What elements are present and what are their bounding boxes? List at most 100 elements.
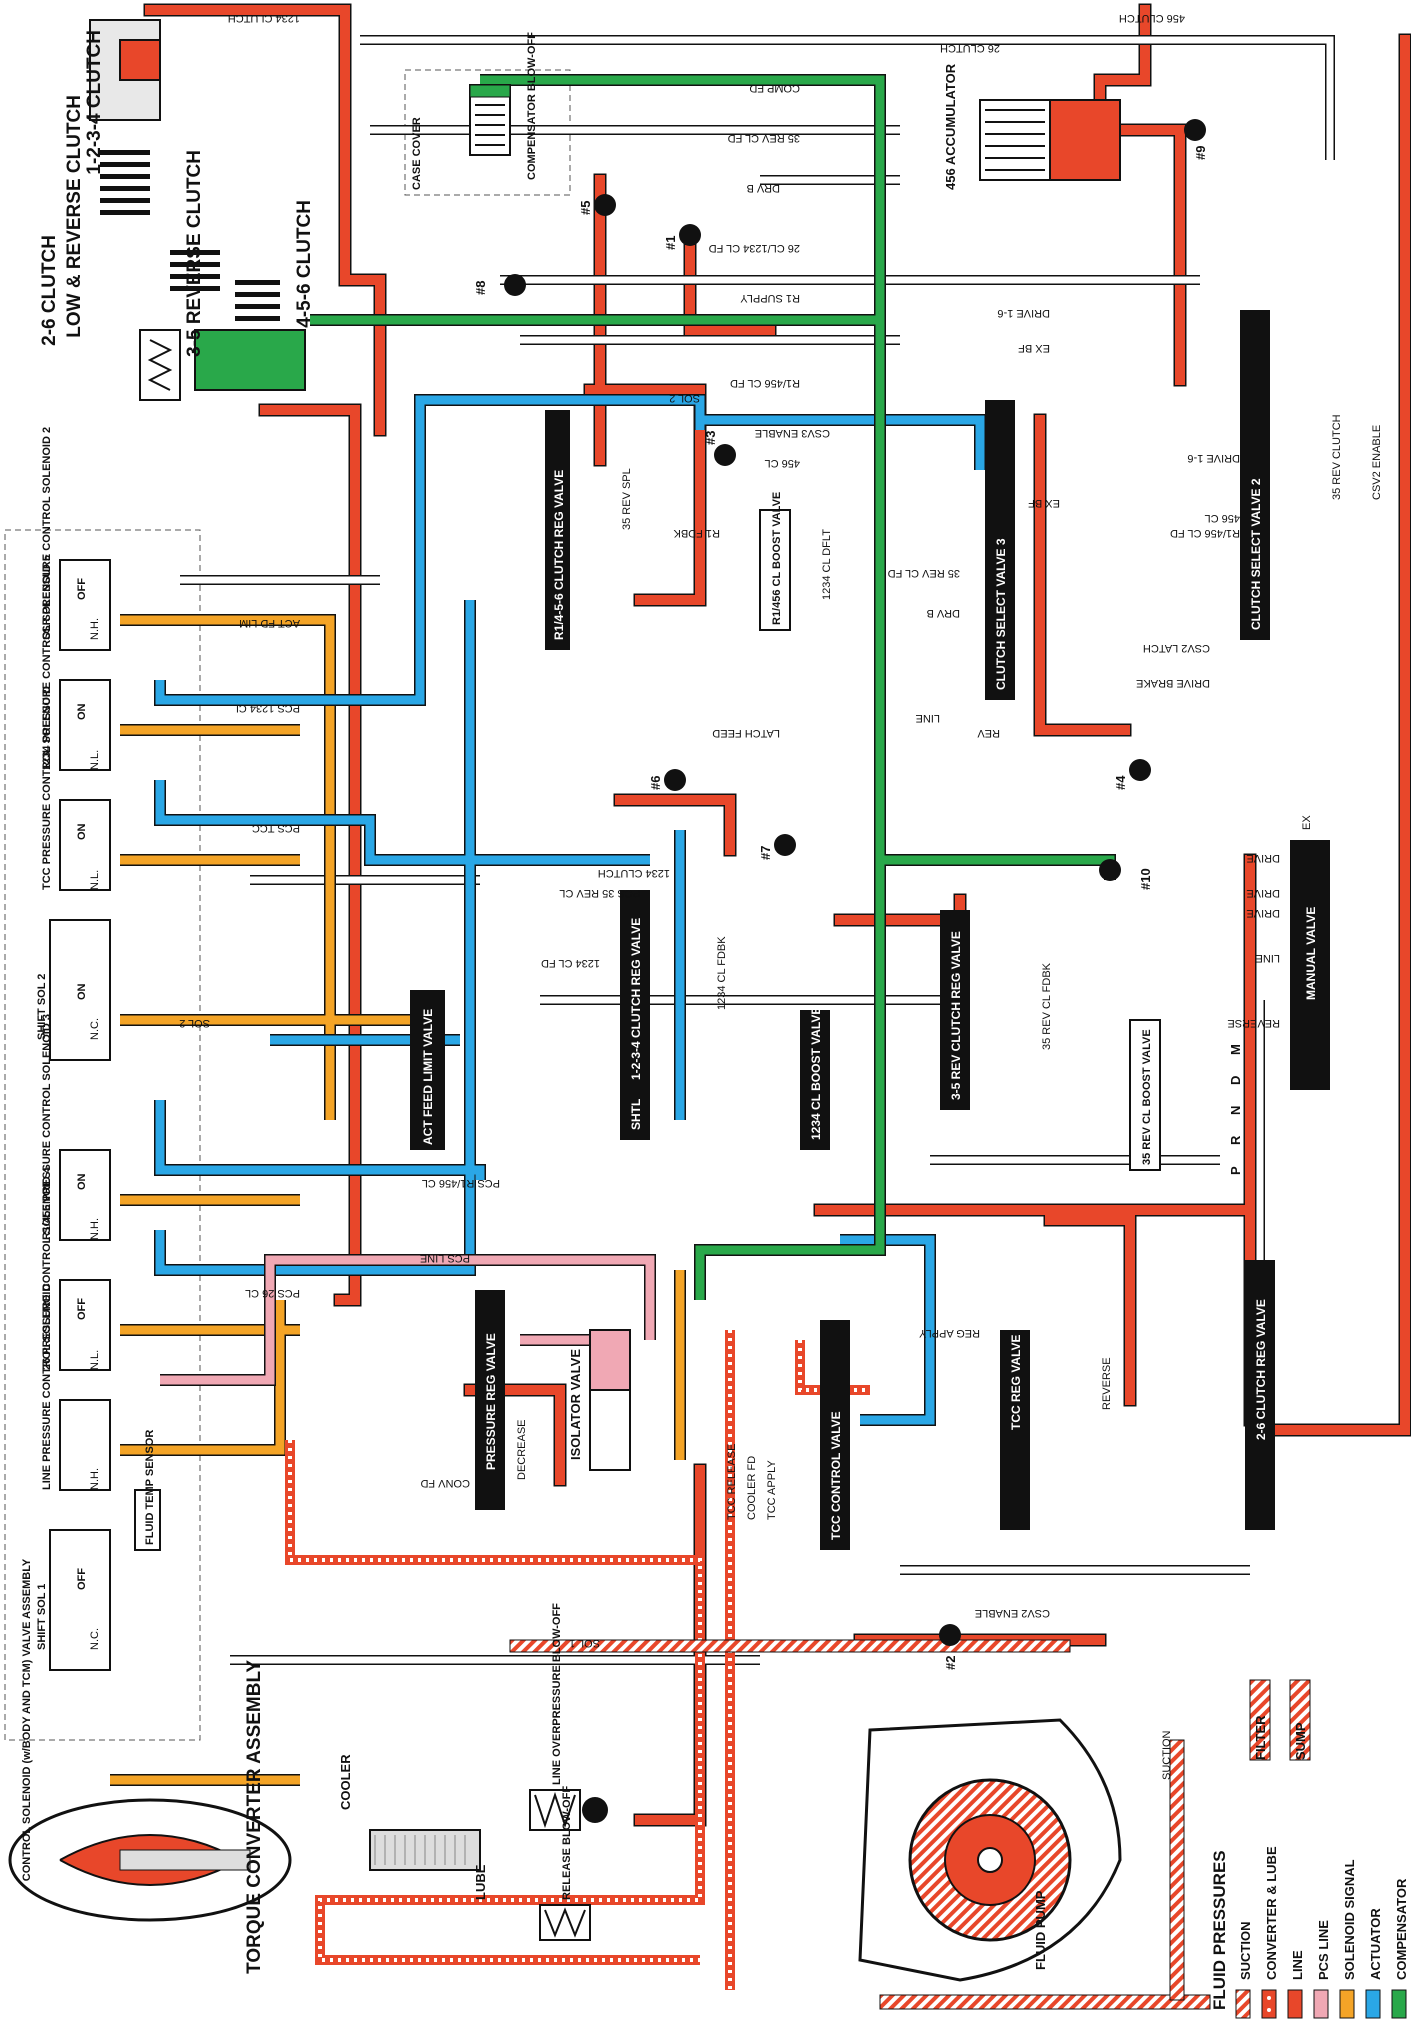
- passage-labels-lower: PCS 1234 CL ACT FD LIM PCS TCC PCS 35 RE…: [179, 617, 1173, 1780]
- svg-text:EX BF: EX BF: [1018, 342, 1050, 354]
- svg-text:26 PRESSURE CONTROL SOLENOID 4: 26 PRESSURE CONTROL SOLENOID 4: [41, 1166, 53, 1370]
- valve-label-1234-boost: 1234 CL BOOST VALVE: [809, 1007, 823, 1140]
- svg-text:#9: #9: [1193, 146, 1208, 160]
- svg-text:LINE PRESSURE CONTROL SOLENOID: LINE PRESSURE CONTROL SOLENOID: [41, 1284, 53, 1490]
- svg-text:N.H.: N.H.: [89, 1468, 101, 1490]
- svg-text:DRIVE BRAKE: DRIVE BRAKE: [1136, 677, 1210, 689]
- passage-labels-top: 1234 CLUTCH 456 CLUTCH 26 CLUTCH COMP FD…: [228, 12, 1185, 469]
- svg-text:1234 CL FDBK: 1234 CL FDBK: [716, 936, 728, 1010]
- valve-label-isolator: ISOLATOR VALVE: [568, 1349, 583, 1460]
- svg-text:SHIFT SOL 1: SHIFT SOL 1: [36, 1584, 48, 1650]
- svg-text:#1: #1: [663, 236, 678, 250]
- tcc-control-valve: [820, 1320, 850, 1550]
- solenoid-r1456-pcs3: R1/456 PRESSURE CONTROL SOLENOID 3 ON N.…: [41, 1014, 111, 1241]
- svg-text:COMPENSATOR: COMPENSATOR: [1394, 1878, 1409, 1980]
- svg-text:PCS 1234 CL: PCS 1234 CL: [233, 702, 300, 714]
- svg-text:PCS TCC: PCS TCC: [252, 822, 300, 834]
- svg-text:PCS 26 CL: PCS 26 CL: [245, 1287, 300, 1299]
- label-35-reverse-clutch: 3-5 REVERSE CLUTCH: [184, 150, 205, 357]
- svg-text:TCC PRESSURE CONTROL SOLENOID: TCC PRESSURE CONTROL SOLENOID: [41, 686, 53, 890]
- label-sump: SUMP: [1293, 1722, 1308, 1760]
- checkball-1: [679, 224, 701, 246]
- label-456-accumulator: 456 ACCUMULATOR: [943, 63, 958, 190]
- svg-text:#4: #4: [1113, 775, 1128, 790]
- manual-valve-labels: DRIVE DRIVE DRIVE REVERSE LINE EX: [1227, 815, 1313, 1029]
- svg-text:1234 CLUTCH: 1234 CLUTCH: [228, 12, 300, 24]
- svg-text:#5: #5: [578, 201, 593, 215]
- svg-text:SUCTION: SUCTION: [1238, 1922, 1253, 1981]
- checkball-labels: #1 #2 #3 #4 #5 #6 #7 #8 #9 #10: [473, 146, 1208, 1670]
- svg-text:N.H.: N.H.: [89, 618, 101, 640]
- svg-text:CSV2 LATCH: CSV2 LATCH: [1143, 642, 1210, 654]
- svg-text:SHIFT SOL 2: SHIFT SOL 2: [36, 974, 48, 1040]
- control-solenoid-boundary: [4, 529, 201, 1741]
- checkball-10: [1099, 859, 1121, 881]
- svg-text:LATCH FEED: LATCH FEED: [712, 727, 780, 739]
- assembly-labels: TORQUE CONVERTER ASSEMBLY CONTROL SOLENO…: [21, 32, 1308, 1974]
- checkball-8: [504, 274, 526, 296]
- svg-text:SOL 2: SOL 2: [179, 1017, 210, 1029]
- label-line-blowoff: LINE OVERPRESSURE BLOW-OFF: [551, 1603, 563, 1785]
- valve-label-manual: MANUAL VALVE: [1304, 907, 1318, 1000]
- valve-label-shtl: SHTL: [629, 1099, 643, 1130]
- svg-text:SOLENOID SIGNAL: SOLENOID SIGNAL: [1342, 1859, 1357, 1980]
- svg-text:456 CL: 456 CL: [1205, 512, 1240, 524]
- svg-text:R1/456 CL FD: R1/456 CL FD: [1170, 527, 1240, 539]
- prndm-selector: P R N D M: [1228, 1044, 1243, 1175]
- tcc-reg-valve: [1000, 1330, 1030, 1530]
- svg-text:#6: #6: [648, 776, 663, 790]
- svg-text:DRV B: DRV B: [927, 607, 960, 619]
- svg-text:N.C.: N.C.: [89, 1628, 101, 1650]
- solenoid-ssr-pcs2: SSR PRESSURE CONTROL SOLENOID 2 OFF N.H.: [41, 427, 111, 651]
- checkballs: [504, 119, 1206, 1646]
- valve-label-csv2: CLUTCH SELECT VALVE 2: [1249, 478, 1263, 630]
- solenoid-shift-sol1: SHIFT SOL 1 OFF N.C.: [36, 1529, 111, 1671]
- svg-text:CSV3 ENABLE: CSV3 ENABLE: [755, 427, 830, 439]
- legend-item-pcs-line: PCS LINE: [1313, 1920, 1331, 2019]
- svg-text:ON: ON: [76, 823, 88, 840]
- passage-labels-mid: 1234 CL DFLT 35 REV CLUTCH CSV2 ENABLE 4…: [621, 414, 1383, 739]
- label-torque-converter: TORQUE CONVERTER ASSEMBLY: [244, 1660, 265, 1974]
- actuator-passages: [154, 394, 986, 1426]
- svg-text:N.H.: N.H.: [89, 1218, 101, 1240]
- svg-text:1234 CLUTCH: 1234 CLUTCH: [598, 867, 670, 879]
- svg-text:REVERSE: REVERSE: [1227, 1017, 1280, 1029]
- svg-text:DRIVE: DRIVE: [1246, 887, 1280, 899]
- svg-text:R1/456 CL FD: R1/456 CL FD: [730, 377, 800, 389]
- valve-bodies: [410, 310, 1330, 1550]
- svg-text:ON: ON: [76, 703, 88, 720]
- checkball-6: [664, 769, 686, 791]
- svg-text:DRIVE: DRIVE: [1246, 907, 1280, 919]
- label-lube: LUBE: [473, 1864, 488, 1900]
- svg-text:REG APPLY: REG APPLY: [918, 1327, 980, 1339]
- checkball-2: [939, 1624, 961, 1646]
- clutch-1234-reg-valve: [620, 890, 650, 1140]
- rev-35-clutch-reg-valve: [940, 910, 970, 1110]
- svg-text:ON: ON: [76, 1173, 88, 1190]
- svg-text:DECREASE: DECREASE: [516, 1419, 528, 1480]
- svg-text:SOL 1: SOL 1: [569, 1637, 600, 1649]
- legend: FLUID PRESSURES SUCTION CONVERTER & LUBE…: [1210, 1846, 1409, 2019]
- valve-label-act-feed: ACT FEED LIMIT VALVE: [421, 1009, 435, 1145]
- label-456-clutch: 4-5-6 CLUTCH: [294, 200, 315, 328]
- svg-text:ACT FD LIM: ACT FD LIM: [239, 617, 300, 629]
- valve-label-pressure-reg: PRESSURE REG VALVE: [484, 1333, 498, 1470]
- valve-label-35-boost: 35 REV CL BOOST VALVE: [1141, 1029, 1153, 1165]
- cooler: [369, 1829, 481, 1871]
- svg-text:SUCTION: SUCTION: [1161, 1730, 1173, 1780]
- solenoid-tcc-pcs: TCC PRESSURE CONTROL SOLENOID ON N.L.: [41, 686, 111, 891]
- svg-text:R1/456 PRESSURE CONTROL SOLENO: R1/456 PRESSURE CONTROL SOLENOID 3: [41, 1014, 53, 1240]
- valve-label-csv3: CLUTCH SELECT VALVE 3: [994, 538, 1008, 690]
- svg-text:PCS R1/456 CL: PCS R1/456 CL: [422, 1177, 500, 1189]
- valve-label-r1-456-boost: R1/456 CL BOOST VALVE: [771, 492, 783, 625]
- release-blowoff: [539, 1904, 591, 1941]
- svg-text:456 CLUTCH: 456 CLUTCH: [1119, 12, 1185, 24]
- svg-text:COOLER FD: COOLER FD: [746, 1456, 758, 1520]
- clutch-select-valve-2: [1240, 310, 1270, 640]
- svg-text:PCS 35 REV CL: PCS 35 REV CL: [559, 887, 640, 899]
- svg-text:#7: #7: [758, 846, 773, 860]
- svg-text:PCS LINE: PCS LINE: [420, 1252, 470, 1264]
- accumulator-456: [979, 99, 1121, 181]
- svg-text:1234 CL DFLT: 1234 CL DFLT: [821, 529, 833, 600]
